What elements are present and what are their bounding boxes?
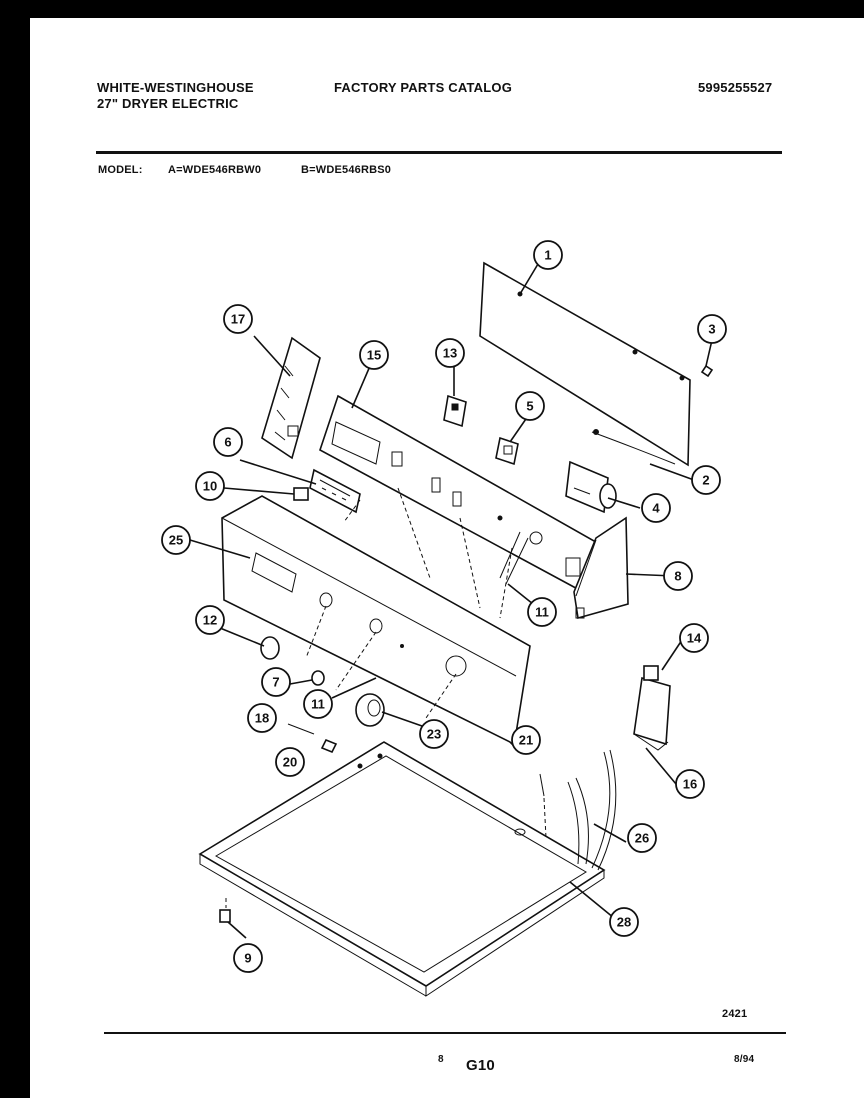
callout-25: 25: [161, 525, 191, 555]
knob-23: [355, 693, 385, 727]
svg-text:21: 21: [519, 733, 533, 748]
svg-text:10: 10: [203, 479, 217, 494]
svg-text:12: 12: [203, 613, 217, 628]
callout-13: 13: [435, 338, 465, 368]
print-date: 8/94: [734, 1054, 755, 1065]
exploded-parts-diagram: 1 3 17 15 13 5 6 2 10 4 25 8 11 12 14 7 …: [161, 240, 727, 997]
catalog-title: FACTORY PARTS CATALOG: [334, 80, 513, 95]
callout-16: 16: [675, 769, 705, 799]
svg-text:7: 7: [272, 675, 279, 690]
callout-7: 7: [261, 667, 291, 697]
svg-text:18: 18: [255, 711, 269, 726]
callout-15: 15: [359, 340, 389, 370]
svg-text:5: 5: [526, 399, 533, 414]
page-code: G10: [466, 1057, 495, 1074]
callout-28: 28: [609, 907, 639, 937]
knob-12: [260, 636, 280, 660]
callout-4: 4: [641, 493, 671, 523]
svg-text:23: 23: [427, 727, 441, 742]
svg-text:3: 3: [708, 322, 715, 337]
model-a: A=WDE546RBW0: [168, 164, 262, 176]
selector-switch: [309, 468, 361, 514]
callout-11-right: 11: [527, 597, 557, 627]
rear-panel: [479, 261, 691, 467]
callout-11-left: 11: [303, 689, 333, 719]
model-label: MODEL:: [98, 164, 143, 176]
brand-title: WHITE-WESTINGHOUSE 27" DRYER ELECTRIC: [97, 80, 254, 112]
callout-20: 20: [275, 747, 305, 777]
svg-text:28: 28: [617, 915, 631, 930]
svg-text:8: 8: [674, 569, 681, 584]
footer-rule: [104, 1032, 786, 1034]
callout-5: 5: [515, 391, 545, 421]
svg-text:9: 9: [244, 951, 251, 966]
callout-26: 26: [627, 823, 657, 853]
svg-text:11: 11: [535, 605, 549, 620]
brand-line-1: WHITE-WESTINGHOUSE: [97, 80, 254, 95]
svg-text:4: 4: [652, 501, 660, 516]
header-rule: [96, 151, 782, 154]
svg-text:25: 25: [169, 533, 183, 548]
wire-harness: [591, 431, 676, 465]
brand-line-2: 27" DRYER ELECTRIC: [97, 96, 239, 111]
svg-text:20: 20: [283, 755, 297, 770]
callout-1: 1: [533, 240, 563, 270]
svg-text:16: 16: [683, 777, 697, 792]
svg-text:17: 17: [231, 312, 245, 327]
leveling-leg: [219, 909, 231, 923]
svg-text:26: 26: [635, 831, 649, 846]
callout-9: 9: [233, 943, 263, 973]
callout-21: 21: [511, 725, 541, 755]
svg-text:14: 14: [687, 631, 702, 646]
callout-3: 3: [697, 314, 727, 344]
callout-17: 17: [223, 304, 253, 334]
switch-13: [443, 394, 467, 428]
top-panel: [198, 741, 606, 987]
model-b: B=WDE546RBS0: [301, 164, 392, 176]
page-small: 8: [438, 1054, 444, 1065]
callout-10: 10: [195, 471, 225, 501]
timer: [565, 460, 609, 514]
callout-14: 14: [679, 623, 709, 653]
knob-7: [311, 670, 325, 686]
callout-12: 12: [195, 605, 225, 635]
catalog-page: WHITE-WESTINGHOUSE 27" DRYER ELECTRIC FA…: [30, 18, 864, 1098]
part-20: [320, 738, 338, 754]
side-bracket: [573, 516, 629, 620]
svg-text:6: 6: [224, 435, 231, 450]
svg-text:2: 2: [702, 473, 709, 488]
screw: [700, 364, 714, 378]
drawing-number: 2421: [722, 1008, 748, 1020]
svg-text:1: 1: [544, 248, 551, 263]
callout-23: 23: [419, 719, 449, 749]
svg-text:15: 15: [367, 348, 381, 363]
small-switch: [495, 436, 519, 466]
callout-18: 18: [247, 703, 277, 733]
svg-text:11: 11: [311, 697, 325, 712]
catalog-number: 5995255527: [698, 80, 773, 95]
callout-2: 2: [691, 465, 721, 495]
end-bracket: [261, 336, 321, 460]
callout-8: 8: [663, 561, 693, 591]
knob-stem: [293, 487, 309, 501]
callout-6: 6: [213, 427, 243, 457]
svg-text:13: 13: [443, 346, 457, 361]
door-switch: [633, 676, 671, 746]
